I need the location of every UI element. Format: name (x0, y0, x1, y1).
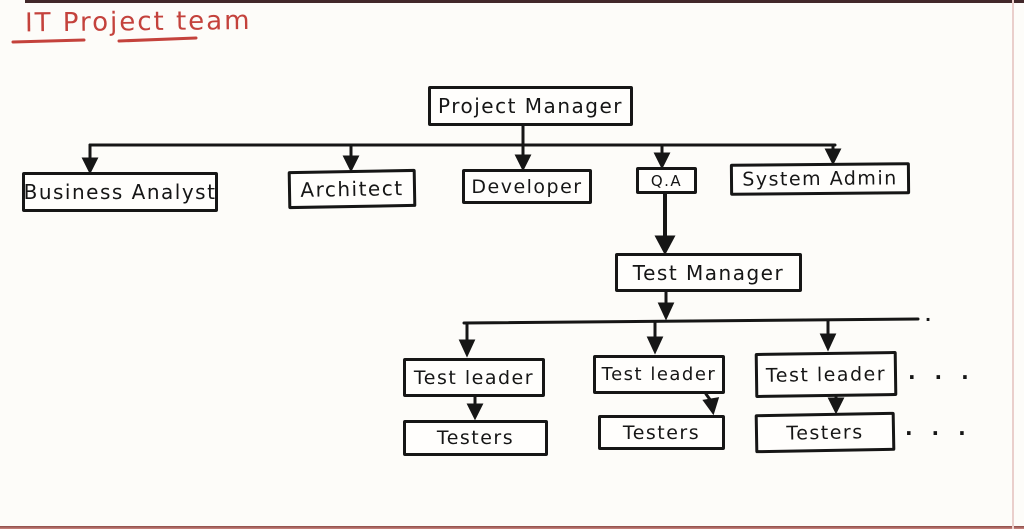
node-qa: Q.A (636, 167, 697, 194)
node-system-admin: System Admin (729, 162, 911, 196)
node-business-analyst: Business Analyst (22, 172, 218, 212)
node-testers-1: Testers (403, 420, 548, 456)
ellipsis-testers: . . . (905, 416, 972, 440)
title-underline (11, 36, 198, 44)
node-test-leader-2: Test leader (593, 355, 725, 394)
top-border-line (25, 0, 1024, 3)
node-test-leader-3: Test leader (754, 351, 898, 398)
tree-connectors (81, 124, 920, 421)
right-border-line (1012, 0, 1014, 529)
ellipsis-test-leaders: . . . (908, 360, 975, 384)
node-test-leader-1: Test leader (403, 358, 545, 397)
node-testers-3: Testers (754, 411, 896, 454)
node-testers-2: Testers (598, 415, 725, 450)
node-test-manager: Test Manager (615, 253, 802, 292)
node-developer: Developer (462, 169, 592, 204)
node-project-manager: Project Manager (428, 86, 633, 126)
ellipsis-branch-line: . (925, 306, 938, 325)
bottom-border-line (0, 526, 1024, 529)
node-architect: Architect (287, 168, 417, 210)
